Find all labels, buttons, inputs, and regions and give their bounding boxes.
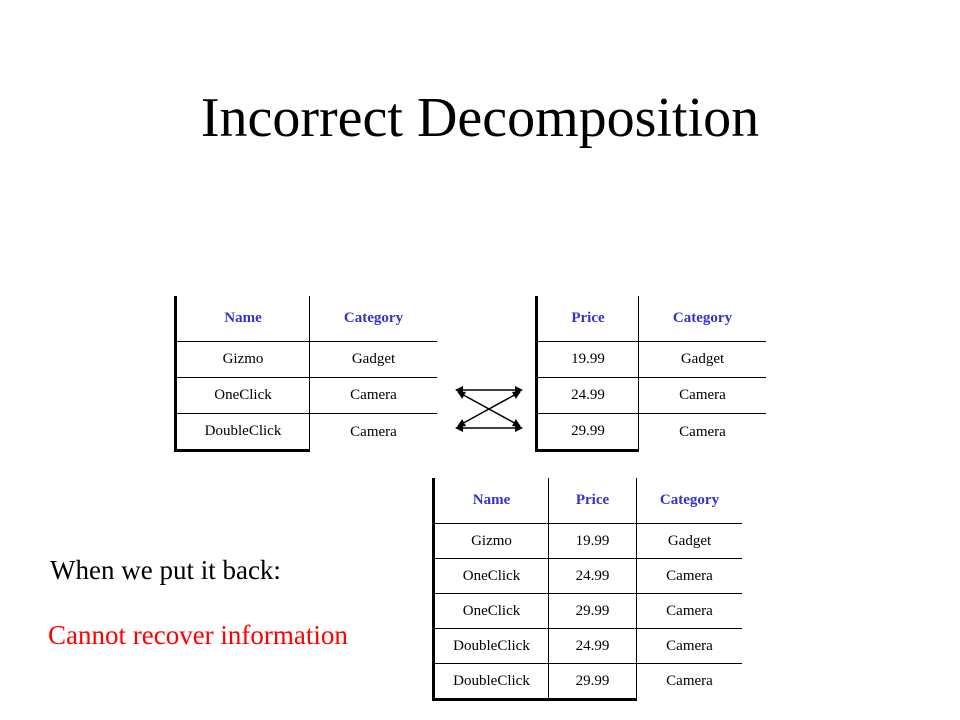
table-cell: 29.99 [535,413,639,452]
table-row: Gizmo Gadget [174,341,437,378]
table-row: DoubleClick 29.99 Camera [432,663,742,701]
table-cell: OneClick [432,593,549,629]
table-cell: 24.99 [548,628,637,664]
table-row: DoubleClick 24.99 Camera [432,628,742,664]
column-header-price: Price [548,478,637,524]
table-cell: 24.99 [548,558,637,594]
table-header-row: Name Price Category [432,478,743,524]
table-cell: Camera [309,413,437,451]
table-cell: Camera [309,377,437,414]
column-header-name: Name [174,296,310,342]
table-cell: Camera [638,413,766,451]
table-cell: Camera [636,628,742,664]
table-row: OneClick 24.99 Camera [432,558,742,594]
table-cell: Camera [638,377,766,414]
warning-caption: Cannot recover information [48,620,348,650]
price-category-table: Price Category 19.99 Gadget 24.99 Camera… [535,296,766,452]
column-header-category: Category [672,310,733,326]
table-cell: Gizmo [432,523,549,559]
table-row: Gizmo 19.99 Gadget [432,523,742,559]
table-cell: 19.99 [548,523,637,559]
column-header-category: Category [659,492,720,508]
table-cell: Camera [636,593,742,629]
table-cell: Gadget [309,341,437,378]
table-cell: DoubleClick [432,663,549,701]
table-cell: 29.99 [548,663,637,701]
table-header-row: Price Category [535,296,767,342]
mismatch-arrows-icon [455,386,523,432]
table-header-row: Name Category [174,296,438,342]
table-row: OneClick Camera [174,377,437,414]
table-row: 24.99 Camera [535,377,766,414]
table-row: OneClick 29.99 Camera [432,593,742,629]
table-cell: OneClick [432,558,549,594]
table-cell: Gadget [636,523,742,559]
column-header-category: Category [343,310,404,326]
table-cell: DoubleClick [432,628,549,664]
table-cell: OneClick [174,377,310,414]
table-cell: Gadget [638,341,766,378]
table-row: 19.99 Gadget [535,341,766,378]
table-cell: Camera [636,663,742,700]
table-cell: 19.99 [535,341,639,378]
table-cell: DoubleClick [174,413,310,452]
joined-table: Name Price Category Gizmo 19.99 Gadget O… [432,478,742,701]
name-category-table: Name Category Gizmo Gadget OneClick Came… [174,296,437,452]
table-cell: Gizmo [174,341,310,378]
column-header-name: Name [432,478,549,524]
table-cell: Camera [636,558,742,594]
table-cell: 24.99 [535,377,639,414]
slide-title: Incorrect Decomposition [200,87,760,149]
table-row: 29.99 Camera [535,413,766,452]
table-cell: 29.99 [548,593,637,629]
put-back-caption: When we put it back: [50,555,281,585]
column-header-price: Price [535,296,639,342]
table-row: DoubleClick Camera [174,413,437,452]
